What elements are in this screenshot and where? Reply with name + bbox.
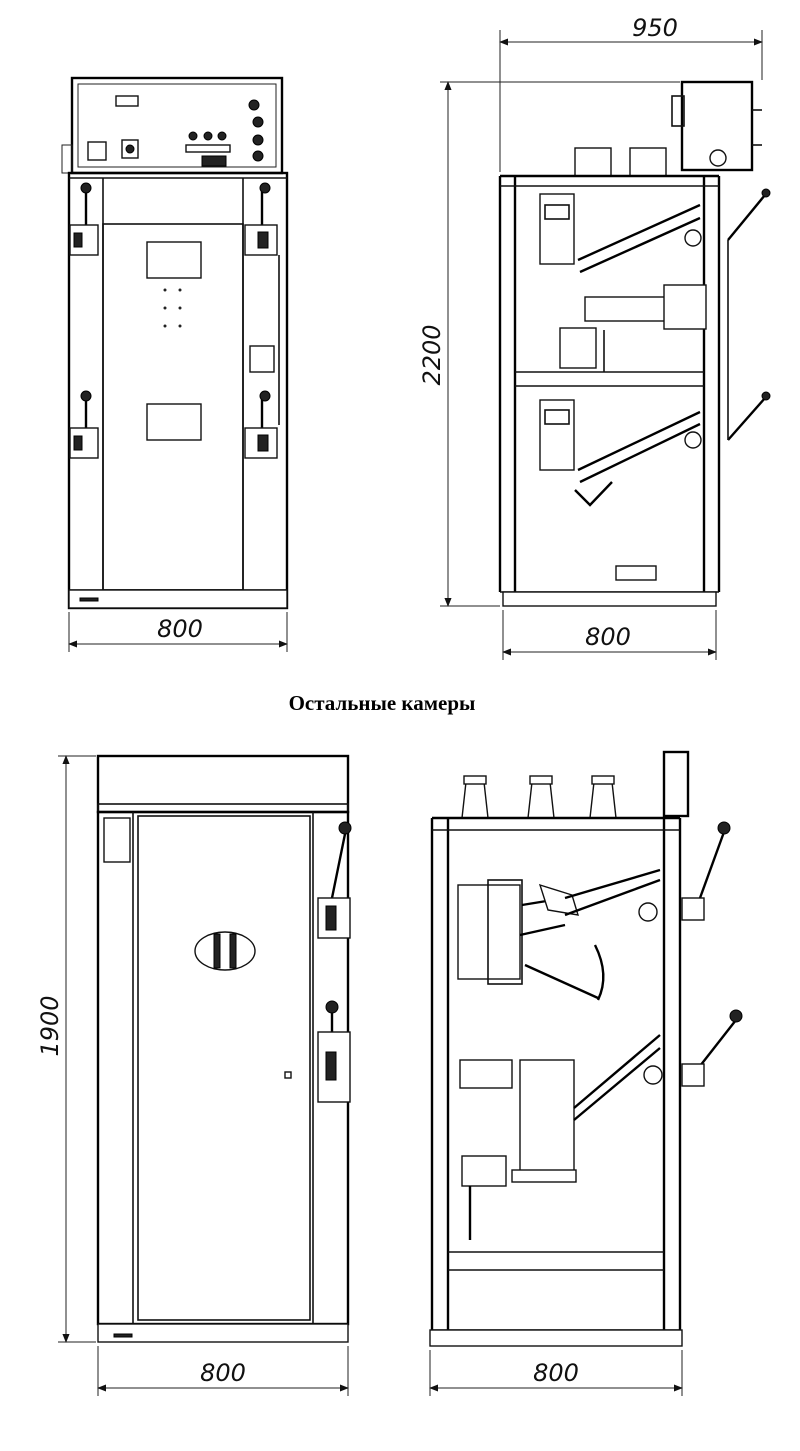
bushing-right <box>629 147 667 177</box>
socket-box <box>103 817 131 863</box>
top-front-width-label: 800 <box>157 615 203 643</box>
top-front-view: 800 <box>61 76 289 652</box>
section-heading: Остальные камеры <box>289 691 476 715</box>
upper-load-switch <box>539 193 707 372</box>
bottom-front-width-label: 800 <box>200 1359 246 1387</box>
nameplate <box>115 95 139 107</box>
bottom-side-width-dimension: 800 <box>429 1350 683 1396</box>
bottom-front-width-dimension: 800 <box>97 1346 349 1396</box>
meter-window <box>87 141 107 161</box>
bottom-front-height-label: 1900 <box>36 995 64 1056</box>
base-plinth-lower <box>97 1323 349 1343</box>
side-upper-switch <box>457 868 661 1001</box>
top-side-height-label: 2200 <box>418 324 446 385</box>
right-drive-lower <box>244 390 278 459</box>
door-window <box>194 931 256 971</box>
side-lower-switch <box>459 1034 663 1240</box>
front-door-lower <box>137 815 311 1321</box>
top-side-depth-dimension: 950 <box>499 14 763 172</box>
bottom-front-view: 1900 800 <box>36 754 352 1396</box>
front-drive-lower <box>317 1000 351 1103</box>
top-side-height-dimension: 2200 <box>418 81 680 607</box>
top-side-depth-label: 950 <box>632 14 678 42</box>
side-base-plinth <box>502 591 717 607</box>
viewing-window-lower <box>146 403 202 441</box>
side-base-plinth-lower <box>429 1329 683 1347</box>
left-drive-lower <box>69 390 99 459</box>
viewing-window-upper <box>146 241 202 279</box>
top-side-width-dimension: 800 <box>502 610 717 660</box>
bottom-side-view: 800 <box>429 750 743 1396</box>
front-height-dimension: 1900 <box>36 755 96 1343</box>
top-side-width-label: 800 <box>585 623 631 651</box>
bushings-lower <box>461 775 617 819</box>
right-drive-upper <box>244 182 278 256</box>
lock-block <box>249 345 275 373</box>
left-drive-upper <box>69 182 99 256</box>
front-drive-upper <box>317 821 352 939</box>
side-handles-lower <box>681 821 743 1087</box>
top-side-view: 950 2200 800 <box>418 14 771 660</box>
bottom-side-width-label: 800 <box>533 1359 579 1387</box>
side-relay-box <box>662 750 690 818</box>
top-front-width-dimension: 800 <box>68 612 288 652</box>
side-handles <box>727 188 771 441</box>
base-plinth <box>68 589 288 609</box>
indicator-lamps <box>185 99 264 167</box>
bushing-left <box>574 147 612 177</box>
lower-earthing-switch <box>539 399 702 581</box>
